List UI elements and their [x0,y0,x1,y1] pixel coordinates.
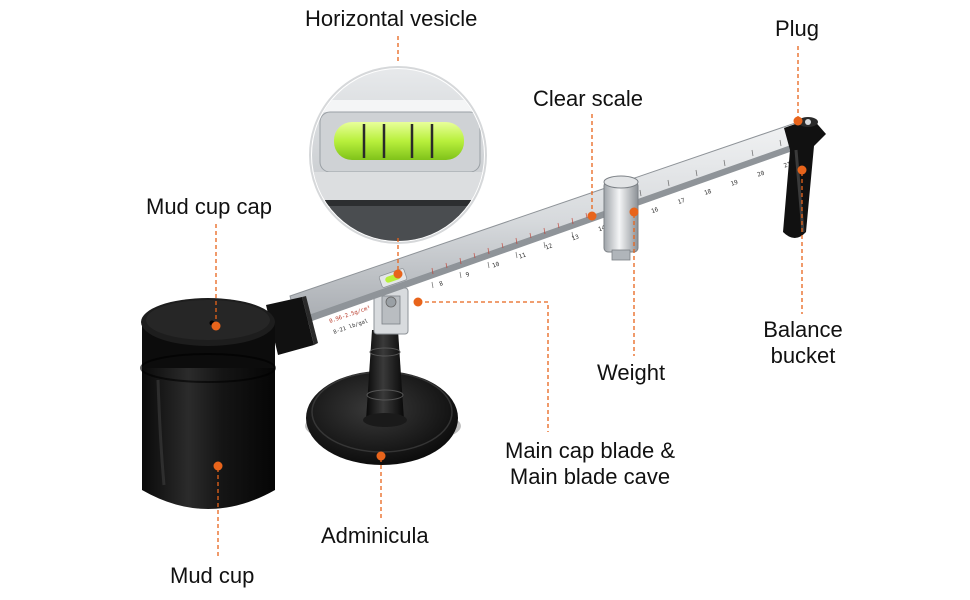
product-illustration: 0.96-2.5g/cm³ 8-21 lb/gal 89101112131415… [140,117,826,509]
scale-number: 17 [677,197,686,206]
weight-rider [603,175,639,261]
main-cap-blade [373,287,409,335]
dot-mud-cup-cap [211,321,221,331]
zoom-inset [309,66,487,244]
label-main-cap-blade-line2: Main blade cave [509,464,671,489]
dot-weight [629,207,639,217]
leader-lines [215,36,803,556]
scale-number: 18 [703,188,712,197]
scale-number: 12 [544,242,553,251]
label-balance-bucket-line1: Balance [763,317,843,342]
label-balance-bucket-line2: bucket [770,343,836,368]
label-clear-scale: Clear scale [533,86,644,111]
label-mud-cup: Mud cup [170,563,255,588]
scale-number: 21 [783,160,792,169]
scale-number: 10 [491,261,500,270]
dot-clear-scale [587,211,597,221]
scale-number: 19 [730,179,739,188]
scale-number: 13 [571,233,580,242]
scale-number: 20 [756,170,765,179]
leader-main-cap-blade [418,301,549,432]
dot-main-cap-blade [413,297,423,307]
label-adminicula: Adminicula [321,523,429,548]
label-main-cap-blade: Main cap blade & Main blade cave [490,438,690,490]
mud-cup-body [140,298,276,509]
mud-cup-cap-block [266,296,318,355]
dot-balance-bucket [797,165,807,175]
balance-bucket-end [783,117,826,238]
label-weight: Weight [597,360,666,385]
label-plug: Plug [775,16,820,41]
label-balance-bucket: Balance bucket [750,317,856,369]
label-main-cap-blade-line1: Main cap blade & [505,438,675,463]
scale-number: 14 [597,224,606,233]
scale-number: 11 [518,251,527,260]
leader-dots [211,116,807,471]
label-mud-cup-cap: Mud cup cap [146,194,272,219]
dot-mud-cup [213,461,223,471]
scale-number: 16 [650,206,659,215]
dot-vesicle [393,269,403,279]
dot-plug [793,116,803,126]
scale-number: 9 [465,271,471,279]
adminicula-stand [305,330,461,465]
label-horizontal-vesicle: Horizontal vesicle [305,6,478,31]
dot-adminicula [376,451,386,461]
scale-number: 8 [438,280,444,288]
